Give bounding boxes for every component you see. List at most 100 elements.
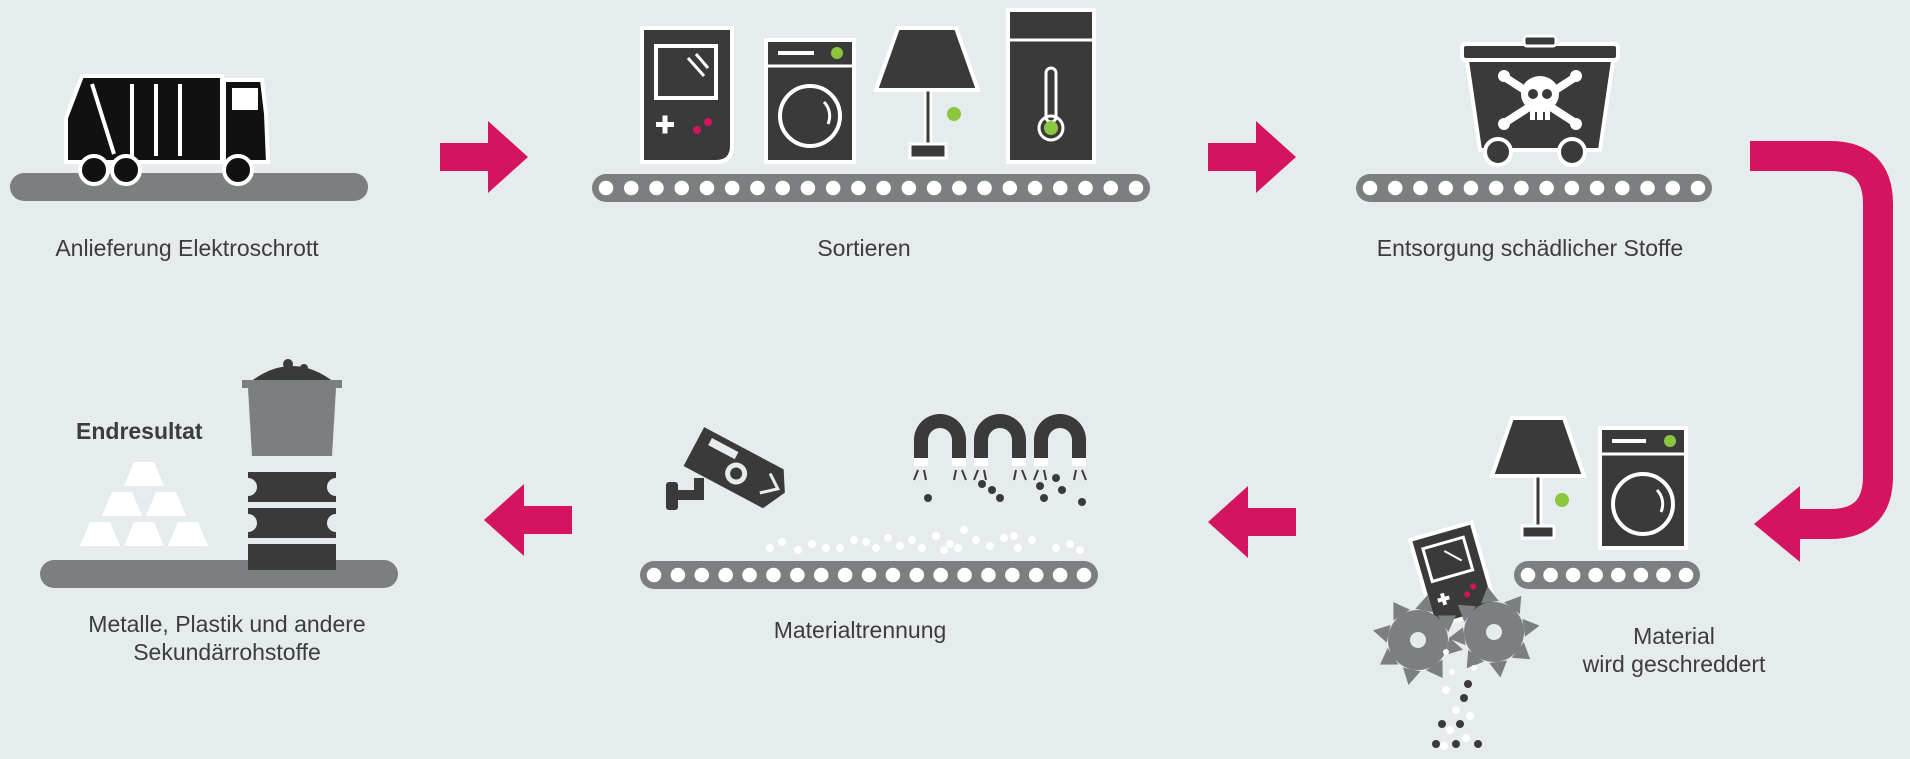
- conveyor-roller: [1691, 181, 1706, 196]
- disposal-conveyor: [1356, 174, 1712, 202]
- plastic-particle: [946, 540, 954, 548]
- metal-particle: [1078, 498, 1086, 506]
- shred-particle: [1452, 706, 1460, 714]
- conveyor-roller: [750, 181, 765, 196]
- washing-machine-icon-small: [1600, 428, 1686, 548]
- conveyor-roller: [876, 181, 891, 196]
- plastic-particle: [836, 544, 844, 552]
- conveyor-roller: [599, 181, 614, 196]
- conveyor-roller: [775, 181, 790, 196]
- magnet-field-line: [974, 470, 978, 480]
- flow-arrow-1: [440, 121, 528, 193]
- conveyor-roller: [1543, 568, 1558, 583]
- plastic-particle: [932, 532, 940, 540]
- conveyor-roller: [790, 568, 805, 583]
- metal-bar: [168, 522, 208, 546]
- shred-particle: [1432, 740, 1440, 748]
- plastic-particle: [850, 536, 858, 544]
- conveyor-roller: [1464, 181, 1479, 196]
- conveyor-roller: [1521, 568, 1536, 583]
- plastic-particle: [896, 542, 904, 550]
- magnet-field-line: [1044, 470, 1046, 480]
- lamp-icon-small: [1492, 418, 1584, 538]
- shred-particle: [1464, 680, 1472, 688]
- shred-particle: [1452, 740, 1460, 748]
- magnet-field-line: [1014, 470, 1016, 480]
- conveyor-roller: [1438, 181, 1453, 196]
- game-console-icon: [642, 28, 732, 162]
- plastic-particle: [1052, 544, 1060, 552]
- metal-bar: [102, 492, 142, 516]
- conveyor-roller: [742, 568, 757, 583]
- conveyor-roller: [674, 181, 689, 196]
- metal-particle: [1036, 482, 1044, 490]
- metal-particle: [1052, 474, 1060, 482]
- metal-bar: [80, 522, 120, 546]
- magnet-field-line: [984, 470, 986, 480]
- magnet-body: [974, 414, 1026, 458]
- plastic-particle: [908, 536, 916, 544]
- conveyor-roller: [1388, 181, 1403, 196]
- conveyor-roller: [1634, 568, 1649, 583]
- conveyor-roller: [838, 568, 853, 583]
- conveyor-roller: [647, 568, 662, 583]
- magnet-field-line: [924, 470, 926, 480]
- magnet-pole: [1012, 458, 1026, 466]
- plastic-particle: [940, 546, 948, 554]
- plastic-particle: [954, 544, 962, 552]
- step1-label: Anlieferung Elektroschrott: [55, 235, 319, 261]
- plastic-particle: [1066, 540, 1074, 548]
- conveyor-roller: [718, 568, 733, 583]
- conveyor-roller: [851, 181, 866, 196]
- shred-particle: [1443, 649, 1449, 655]
- conveyor-roller: [1489, 181, 1504, 196]
- plastic-particle: [1014, 544, 1022, 552]
- result-belt: [40, 560, 398, 588]
- magnet-icon: [974, 414, 1026, 480]
- conveyor-roller: [1129, 181, 1144, 196]
- conveyor-roller: [902, 181, 917, 196]
- metal-bar: [124, 462, 164, 486]
- metal-particle: [996, 494, 1004, 502]
- magnet-pole: [952, 458, 966, 466]
- conveyor-roller: [1539, 181, 1554, 196]
- magnet-body: [914, 414, 966, 458]
- conveyor-roller: [1028, 181, 1043, 196]
- magnet-field-line: [1022, 470, 1026, 480]
- conveyor-belt: [1356, 174, 1712, 202]
- plastic-particle: [1028, 536, 1036, 544]
- magnet-icon: [1034, 414, 1086, 480]
- magnet-icon: [914, 414, 1086, 480]
- conveyor-roller: [1566, 568, 1581, 583]
- step6-label-line2: Sekundärrohstoffe: [133, 639, 321, 665]
- conveyor-roller: [814, 568, 829, 583]
- toxic-container-icon: [1462, 36, 1618, 165]
- shred-particle: [1440, 742, 1448, 750]
- washing-machine-icon: [766, 40, 854, 162]
- conveyor-roller: [700, 181, 715, 196]
- plastic-particle: [918, 544, 926, 552]
- plastic-particle: [766, 544, 774, 552]
- shred-particle: [1449, 669, 1455, 675]
- magnet-body: [1034, 414, 1086, 458]
- conveyor-roller: [671, 568, 686, 583]
- shred-particle: [1462, 734, 1470, 742]
- flow-arrow-5: [484, 484, 572, 556]
- plastic-particle: [822, 544, 830, 552]
- lamp-icon: [876, 28, 978, 158]
- conveyor-roller: [694, 568, 709, 583]
- fridge-icon: [1008, 10, 1094, 162]
- metal-particle: [924, 494, 932, 502]
- conveyor-roller: [1413, 181, 1428, 196]
- magnet-pole: [974, 458, 988, 466]
- magnet-icon: [914, 414, 966, 480]
- conveyor-roller: [826, 181, 841, 196]
- shredder-icon: [1363, 522, 1546, 694]
- metal-particle: [988, 486, 996, 494]
- sort-conveyor: [592, 174, 1150, 202]
- conveyor-roller: [981, 568, 996, 583]
- shred-particle: [1456, 720, 1464, 728]
- magnet-field-line: [1034, 470, 1038, 480]
